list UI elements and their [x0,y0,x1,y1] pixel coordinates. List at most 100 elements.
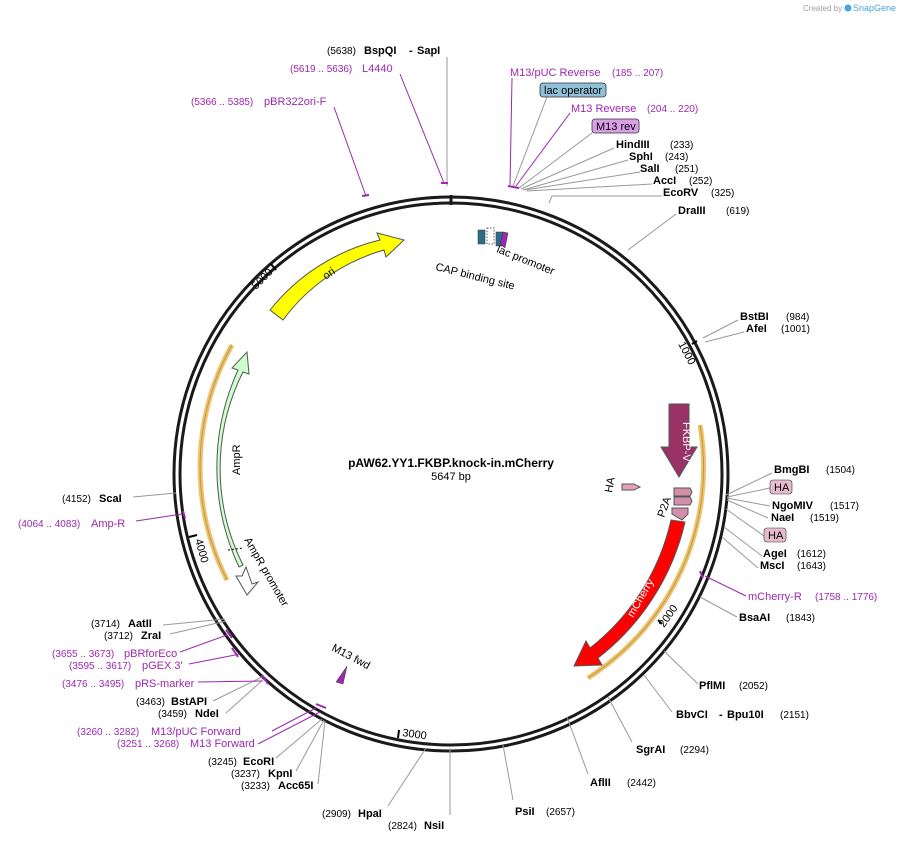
pgex3-name[interactable]: pGEX 3' [142,660,183,672]
m13puc-fwd-leader [271,707,317,732]
bstapi-name[interactable]: BstAPI [171,696,207,708]
aatii-name[interactable]: AatII [128,618,152,630]
bpu10i-dash: - [719,709,723,721]
sali-leader [524,171,641,191]
hpai-leader [387,747,427,807]
m13-fwd-name[interactable]: M13 Forward [190,738,255,750]
ngomiv-name[interactable]: NgoMIV [772,500,814,512]
m13-fwd-label: M13 fwd [330,642,372,672]
pbr322ori-leader [333,106,367,197]
amp-r-name[interactable]: Amp-R [91,518,125,530]
msci-pos: (1643) [797,561,826,572]
sphi-name[interactable]: SphI [629,151,653,163]
bspqi-pos: (5638) [327,46,356,57]
hpai-name[interactable]: HpaI [358,808,382,820]
m13-fwd-feature[interactable] [335,665,348,685]
ha-box-bottom[interactable] [763,527,787,543]
snapgene-logo-icon [844,4,852,12]
fkbp-label: FKBP-V [680,422,692,462]
m13puc-rev-leader [509,77,513,186]
agei-name[interactable]: AgeI [763,548,787,560]
sapi-name[interactable]: SapI [417,45,440,57]
hindiii-name[interactable]: HindIII [616,139,650,151]
bstbi-name[interactable]: BstBI [740,311,769,323]
mcherry-r-name[interactable]: mCherry-R [748,591,802,603]
nsii-name[interactable]: NsiI [424,820,444,832]
acci-pos: (252) [689,176,712,187]
m13-rev-feature[interactable] [499,231,509,249]
bsaai-pos: (1843) [786,613,815,624]
sali-pos: (251) [675,164,698,175]
kpni-leader [295,719,325,772]
nsii-pos: (2824) [388,821,417,832]
kpni-name[interactable]: KpnI [268,768,292,780]
acc65i-name[interactable]: Acc65I [278,780,313,792]
pflmi-name[interactable]: PflMI [699,680,725,692]
ampr-label: AmpR [231,444,243,475]
ori-feature[interactable] [269,232,406,321]
pgex3-pos: (3595 .. 3617) [69,661,131,672]
pbrforeco-leader [179,634,228,653]
bspqi-name[interactable]: BspQI [364,45,396,57]
lac-promoter-feature[interactable] [486,227,495,245]
credit-text: Created by [803,4,842,13]
draiii-name[interactable]: DraIII [678,205,706,217]
naei-name[interactable]: NaeI [771,512,794,524]
ampr-promoter-feature[interactable] [235,565,260,596]
ha-small-feature-2[interactable] [671,507,689,521]
afei-leader [704,331,745,343]
pbrforeco-mark [225,629,233,639]
ha-box-bottom-label: HA [768,530,784,542]
sphi-pos: (243) [665,152,688,163]
acci-name[interactable]: AccI [653,175,676,187]
ha-small-feature[interactable] [673,496,693,506]
psii-leader [502,744,514,801]
mcherry-r-leader [704,575,747,597]
prs-marker-leader [197,680,263,683]
ampr-orf-line [199,344,233,581]
bmgbi-name[interactable]: BmgBI [774,464,809,476]
lac-operator-box[interactable] [539,82,607,98]
mcherry-feature[interactable] [573,519,686,667]
ecori-name[interactable]: EcoRI [243,756,274,768]
l4440-name[interactable]: L4440 [362,63,393,75]
ecori-leader [275,718,323,759]
msci-name[interactable]: MscI [760,560,784,572]
agei-pos: (1612) [797,549,826,560]
bbvci-name[interactable]: BbvCI [676,709,708,721]
zrai-name[interactable]: ZraI [141,630,161,642]
m13puc-fwd-name[interactable]: M13/pUC Forward [151,726,241,738]
sgrai-name[interactable]: SgrAI [636,744,665,756]
prs-marker-name[interactable]: pRS-marker [135,678,195,690]
amp-r-leader [135,513,183,522]
bpu10i-name[interactable]: Bpu10I [727,709,764,721]
p2a-feature[interactable] [673,487,693,497]
m13-rev-name[interactable]: M13 Reverse [571,103,636,115]
m13-rev-box[interactable] [591,118,640,134]
draiii-leader [627,213,677,251]
ampr-feature[interactable] [216,350,250,568]
ndei-name[interactable]: NdeI [195,708,219,720]
pbr322ori-name[interactable]: pBR322ori-F [264,96,327,108]
afei-name[interactable]: AfeI [746,323,767,335]
m13-rev-box-label: M13 rev [596,121,636,133]
ha-feature[interactable] [621,483,642,491]
hindiii-pos: (233) [670,140,693,151]
pbr322ori-mark [361,194,370,197]
ha-box-top[interactable] [769,479,793,495]
psii-name[interactable]: PsiI [515,806,535,818]
ecorv-name[interactable]: EcoRV [663,187,699,199]
scai-name[interactable]: ScaI [99,493,122,505]
bstbi-leader [702,319,739,339]
pbrforeco-name[interactable]: pBRforEco [124,648,177,660]
sali-name[interactable]: SalI [640,163,660,175]
aflii-name[interactable]: AflII [590,777,611,789]
m13puc-fwd-pos: (3260 .. 3282) [77,727,139,738]
fkbp-feature[interactable] [660,403,698,478]
m13puc-rev-name[interactable]: M13/pUC Reverse [510,67,600,79]
scai-leader [132,492,177,498]
pgex3-leader [188,653,241,665]
cap-binding-feature[interactable] [477,229,486,245]
bsaai-name[interactable]: BsaAI [739,612,770,624]
